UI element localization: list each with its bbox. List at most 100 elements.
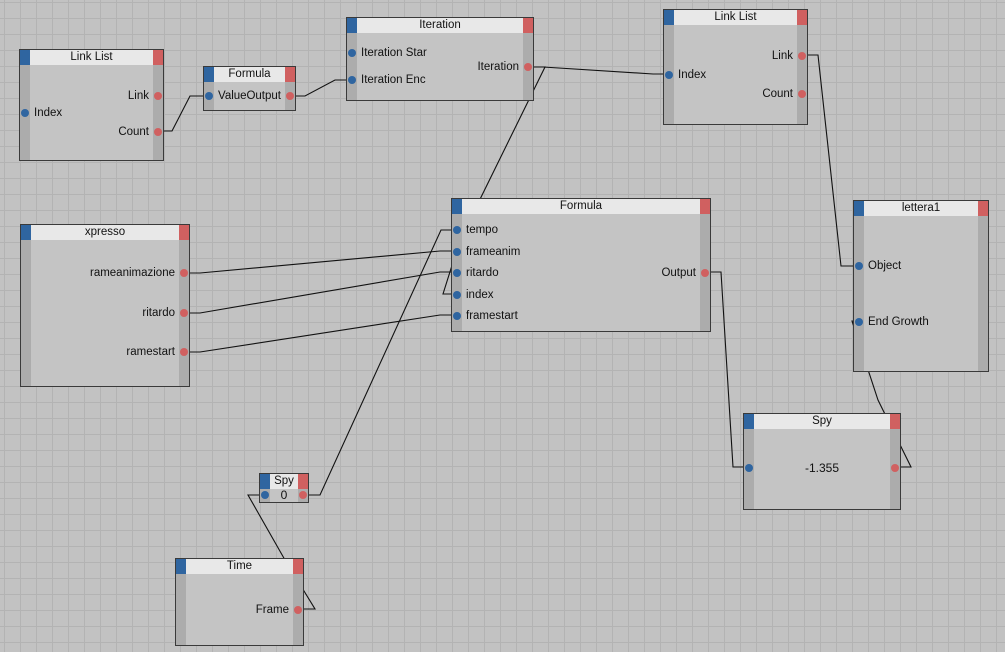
port-output[interactable]: [284, 488, 307, 502]
node-output-toggle[interactable]: [298, 474, 308, 489]
output-port-dot[interactable]: [798, 52, 806, 60]
node-header[interactable]: xpresso: [21, 225, 189, 240]
input-port-dot[interactable]: [348, 76, 356, 84]
input-port-dot[interactable]: [855, 262, 863, 270]
input-port-dot[interactable]: [745, 464, 753, 472]
node-header[interactable]: Spy: [744, 414, 900, 429]
node-input-toggle[interactable]: [260, 474, 270, 489]
port-link[interactable]: Link: [772, 49, 806, 63]
input-port-dot[interactable]: [453, 312, 461, 320]
port-label: Iteration Enc: [361, 74, 426, 86]
port-object[interactable]: Object: [855, 259, 930, 273]
node-header[interactable]: Formula: [204, 67, 295, 82]
port-ritardo[interactable]: ritardo: [453, 266, 522, 280]
node-spy-large[interactable]: Spy -1.355: [743, 413, 901, 510]
input-column: [347, 33, 357, 100]
output-port-dot[interactable]: [180, 348, 188, 356]
node-xpresso[interactable]: xpresso rameanimazione ritardo ramestart: [20, 224, 190, 387]
output-port-dot[interactable]: [154, 92, 162, 100]
input-port-dot[interactable]: [855, 318, 863, 326]
port-index[interactable]: index: [453, 288, 522, 302]
port-iteration-start[interactable]: Iteration Star: [348, 46, 431, 60]
input-port-dot[interactable]: [453, 226, 461, 234]
node-header[interactable]: Link List: [20, 50, 163, 65]
node-input-toggle[interactable]: [744, 414, 754, 429]
node-input-toggle[interactable]: [854, 201, 864, 216]
node-input-toggle[interactable]: [20, 50, 30, 65]
node-input-toggle[interactable]: [176, 559, 186, 574]
output-port-dot[interactable]: [180, 309, 188, 317]
port-framestart[interactable]: framestart: [453, 309, 522, 323]
port-output[interactable]: Output: [246, 89, 294, 103]
node-lettera1[interactable]: lettera1 Object End Growth: [853, 200, 989, 372]
output-port-dot[interactable]: [299, 491, 307, 499]
node-input-toggle[interactable]: [664, 10, 674, 25]
node-input-toggle[interactable]: [204, 67, 214, 82]
node-link-list-2[interactable]: Link List Link Index Count: [663, 9, 808, 125]
port-label: ramestart: [126, 346, 175, 358]
port-output[interactable]: Output: [661, 266, 709, 280]
output-column: [797, 25, 807, 124]
node-input-toggle[interactable]: [452, 199, 462, 214]
node-time[interactable]: Time Frame: [175, 558, 304, 646]
port-iteration-end[interactable]: Iteration Enc: [348, 73, 431, 87]
output-port-dot[interactable]: [701, 269, 709, 277]
port-end-growth[interactable]: End Growth: [855, 315, 930, 329]
node-output-toggle[interactable]: [523, 18, 533, 33]
port-output[interactable]: [876, 461, 899, 475]
output-port-dot[interactable]: [294, 606, 302, 614]
node-output-toggle[interactable]: [179, 225, 189, 240]
port-index[interactable]: Index: [665, 68, 706, 82]
input-port-dot[interactable]: [453, 269, 461, 277]
port-frameanimazione[interactable]: rameanimazione: [90, 266, 188, 280]
node-header[interactable]: lettera1: [854, 201, 988, 216]
input-port-dot[interactable]: [205, 92, 213, 100]
port-label: framestart: [466, 310, 518, 322]
port-link[interactable]: Link: [128, 89, 162, 103]
node-output-toggle[interactable]: [978, 201, 988, 216]
port-index[interactable]: Index: [21, 106, 62, 120]
port-iteration[interactable]: Iteration: [477, 60, 532, 74]
port-ritardo[interactable]: ritardo: [142, 306, 188, 320]
node-header[interactable]: Iteration: [347, 18, 533, 33]
node-output-toggle[interactable]: [890, 414, 900, 429]
node-iteration[interactable]: Iteration Iteration Star Iteration Enc I…: [346, 17, 534, 101]
node-output-toggle[interactable]: [285, 67, 295, 82]
node-output-toggle[interactable]: [153, 50, 163, 65]
node-spy-small[interactable]: Spy 0: [259, 473, 309, 503]
node-input-toggle[interactable]: [21, 225, 31, 240]
input-port-dot[interactable]: [21, 109, 29, 117]
node-header[interactable]: Spy: [260, 474, 308, 489]
port-count[interactable]: Count: [118, 125, 162, 139]
node-header[interactable]: Formula: [452, 199, 710, 214]
node-formula-main[interactable]: Formula tempo frameanim ritardo index fr…: [451, 198, 711, 332]
node-link-list-1[interactable]: Link List Link Index Count: [19, 49, 164, 161]
port-input[interactable]: [745, 461, 768, 475]
node-input-toggle[interactable]: [347, 18, 357, 33]
node-header[interactable]: Time: [176, 559, 303, 574]
port-count[interactable]: Count: [762, 87, 806, 101]
port-frame[interactable]: Frame: [256, 603, 302, 617]
input-port-dot[interactable]: [348, 49, 356, 57]
port-label: Index: [678, 69, 707, 81]
port-tempo[interactable]: tempo: [453, 223, 522, 237]
port-framestart[interactable]: ramestart: [126, 345, 188, 359]
port-value[interactable]: Value: [205, 89, 260, 103]
output-port-dot[interactable]: [798, 90, 806, 98]
node-header[interactable]: Link List: [664, 10, 807, 25]
input-port-dot[interactable]: [453, 291, 461, 299]
node-output-toggle[interactable]: [700, 199, 710, 214]
output-port-dot[interactable]: [286, 92, 294, 100]
node-output-toggle[interactable]: [797, 10, 807, 25]
output-port-dot[interactable]: [891, 464, 899, 472]
node-output-toggle[interactable]: [293, 559, 303, 574]
input-port-dot[interactable]: [453, 248, 461, 256]
wire-formula-output-to-iteration-end: [289, 79, 352, 97]
node-title: Formula: [228, 68, 271, 80]
output-port-dot[interactable]: [524, 63, 532, 71]
node-formula-small[interactable]: Formula Value Output: [203, 66, 296, 111]
output-port-dot[interactable]: [154, 128, 162, 136]
port-frameanim[interactable]: frameanim: [453, 245, 522, 259]
input-port-dot[interactable]: [665, 71, 673, 79]
output-port-dot[interactable]: [180, 269, 188, 277]
